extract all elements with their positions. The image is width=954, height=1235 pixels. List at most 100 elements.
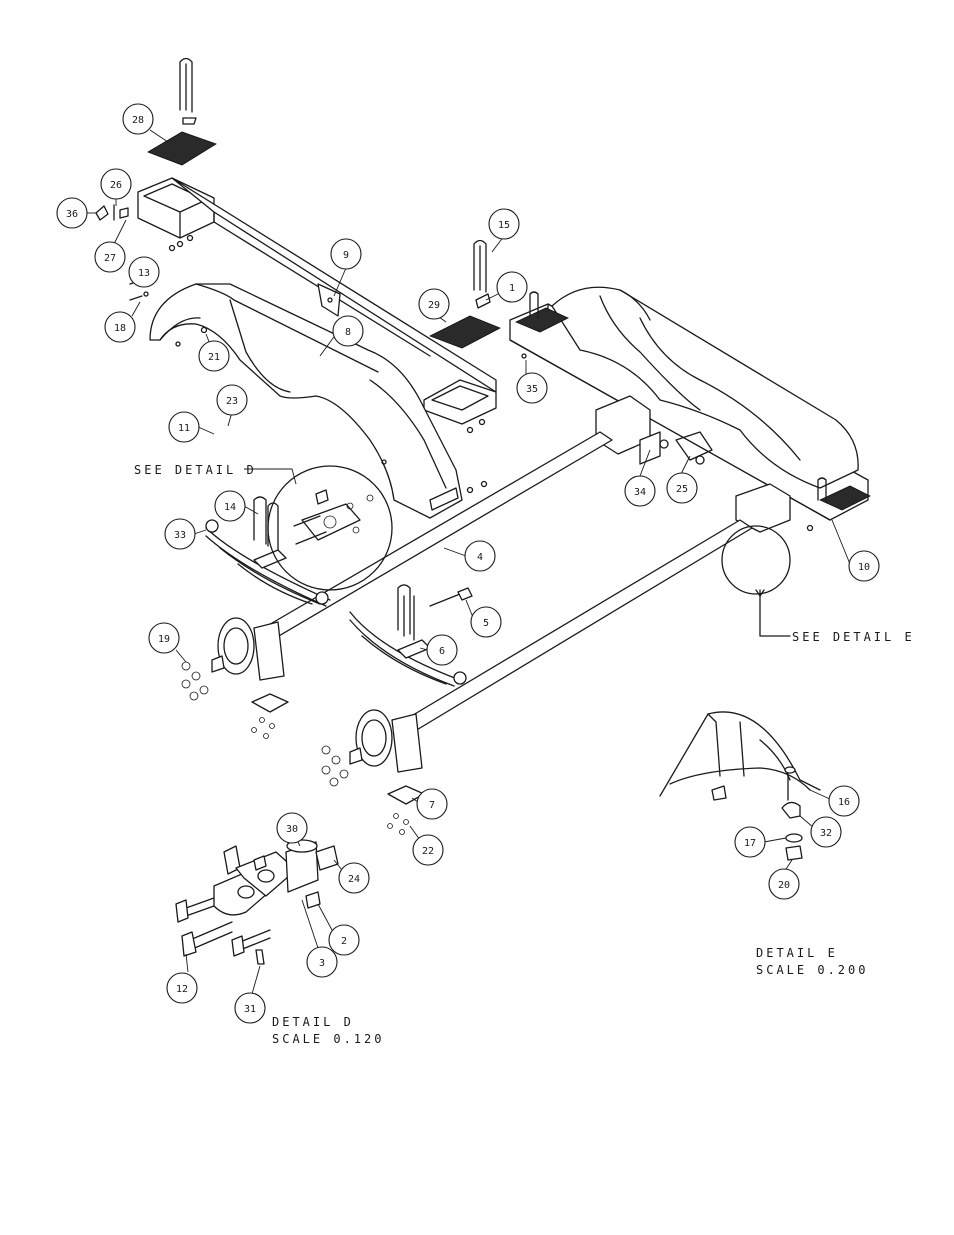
callout-number: 9: [343, 250, 349, 261]
callout-number: 12: [176, 984, 188, 995]
detail-d-drawing: [175, 839, 339, 965]
callout-4: 4: [464, 540, 496, 572]
callout-number: 25: [676, 484, 688, 495]
callout-28: 28: [122, 103, 154, 135]
callout-number: 35: [526, 384, 538, 395]
callout-circle: [332, 315, 364, 347]
callout-17: 17: [734, 826, 766, 858]
callout-25: 25: [666, 472, 698, 504]
callout-number: 10: [858, 562, 870, 573]
callout-number: 19: [158, 634, 170, 645]
callout-10: 10: [848, 550, 880, 582]
callout-circle: [828, 785, 860, 817]
detail-e-bubble: [721, 525, 791, 637]
callout-1: 1: [496, 271, 528, 303]
callout-circle: [496, 271, 528, 303]
callout-number: 14: [224, 502, 236, 513]
diagram-labels: SEE DETAIL D SEE DETAIL E DETAIL E SCALE…: [134, 463, 915, 1046]
callout-8: 8: [332, 315, 364, 347]
callout-circle: [306, 946, 338, 978]
callout-circle: [104, 311, 136, 343]
callout-26: 26: [100, 168, 132, 200]
callout-circle: [328, 924, 360, 956]
callout-36: 36: [56, 197, 88, 229]
callout-circle: [464, 540, 496, 572]
callout-circle: [488, 208, 520, 240]
callout-circle: [148, 622, 180, 654]
callout-number: 16: [838, 797, 850, 808]
callout-circle: [470, 606, 502, 638]
callout-circle: [100, 168, 132, 200]
callout-circle: [216, 384, 248, 416]
callout-number: 33: [174, 530, 186, 541]
callout-number: 24: [348, 874, 360, 885]
callout-number: 26: [110, 180, 122, 191]
callout-number: 13: [138, 268, 150, 279]
callout-circle: [338, 862, 370, 894]
callout-33: 33: [164, 518, 196, 550]
callout-circle: [416, 788, 448, 820]
left-step-bracket: [95, 57, 217, 252]
callout-6: 6: [426, 634, 458, 666]
detail-d-scale: SCALE 0.120: [272, 1032, 384, 1046]
callout-circle: [122, 103, 154, 135]
left-rail: [171, 177, 501, 434]
callout-30: 30: [276, 812, 308, 844]
detail-e-title: DETAIL E: [756, 946, 838, 960]
callout-14: 14: [214, 490, 246, 522]
callout-circle: [666, 472, 698, 504]
callout-number: 31: [244, 1004, 256, 1015]
detail-d-bubble: [267, 465, 393, 591]
callout-19: 19: [148, 622, 180, 654]
callout-7: 7: [416, 788, 448, 820]
callout-18: 18: [104, 311, 136, 343]
callout-number: 20: [778, 880, 790, 891]
callout-number: 11: [178, 423, 190, 434]
callout-16: 16: [828, 785, 860, 817]
callout-circle: [56, 197, 88, 229]
callout-circle: [94, 241, 126, 273]
left-fender: [129, 275, 488, 519]
callout-number: 36: [66, 209, 78, 220]
callout-circle: [624, 475, 656, 507]
see-detail-d-label: SEE DETAIL D: [134, 463, 257, 477]
callout-5: 5: [470, 606, 502, 638]
callout-circle: [418, 288, 450, 320]
callout-number: 27: [104, 253, 116, 264]
callout-number: 28: [132, 115, 144, 126]
callout-circle: [768, 868, 800, 900]
right-assembly: [509, 286, 871, 533]
callout-number: 1: [509, 283, 515, 294]
callout-number: 15: [498, 220, 510, 231]
callout-13: 13: [128, 256, 160, 288]
callout-number: 4: [477, 552, 483, 563]
callout-11: 11: [168, 411, 200, 443]
callout-number: 8: [345, 327, 351, 338]
detail-e-scale: SCALE 0.200: [756, 963, 868, 977]
callout-number: 2: [341, 936, 347, 947]
callout-number: 22: [422, 846, 434, 857]
axles: [181, 431, 753, 835]
callout-35: 35: [516, 372, 548, 404]
see-detail-e-label: SEE DETAIL E: [792, 630, 915, 644]
callout-32: 32: [810, 816, 842, 848]
callout-circle: [330, 238, 362, 270]
callout-22: 22: [412, 834, 444, 866]
callout-circle: [198, 340, 230, 372]
callout-number: 3: [319, 958, 325, 969]
callout-number: 32: [820, 828, 832, 839]
callout-31: 31: [234, 992, 266, 1024]
callout-34: 34: [624, 475, 656, 507]
callout-number: 6: [439, 646, 445, 657]
callout-circle: [164, 518, 196, 550]
callout-number: 18: [114, 323, 126, 334]
callout-24: 24: [338, 862, 370, 894]
callout-number: 34: [634, 487, 646, 498]
callout-29: 29: [418, 288, 450, 320]
callout-circle: [276, 812, 308, 844]
callout-circle: [128, 256, 160, 288]
callout-3: 3: [306, 946, 338, 978]
callout-21: 21: [198, 340, 230, 372]
